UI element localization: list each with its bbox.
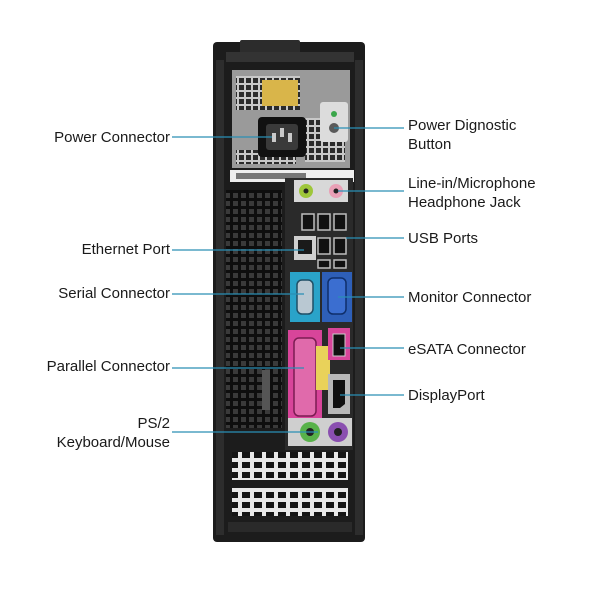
label-parallel: Parallel Connector — [46, 358, 170, 375]
usb-port-icon — [333, 237, 347, 255]
parallel-sticker — [316, 346, 330, 390]
microphone-jack-hole — [333, 188, 339, 194]
usb-port-icon — [317, 259, 331, 269]
label-displayport: DisplayPort — [408, 387, 485, 404]
diagnostic-led-icon — [331, 111, 337, 117]
label-serial: Serial Connector — [58, 285, 170, 302]
power-pin-center — [280, 128, 284, 137]
power-pin-left — [272, 133, 276, 142]
label-power-diagnostic-line1: Power Dignostic — [408, 117, 517, 134]
label-usb: USB Ports — [408, 230, 479, 247]
label-line-in-line1: Line-in/Microphone — [408, 175, 536, 192]
parallel-connector-icon — [293, 337, 317, 417]
label-ethernet: Ethernet Port — [81, 241, 170, 258]
label-monitor: Monitor Connector — [408, 289, 532, 306]
side-vent — [226, 190, 282, 428]
vga-connector-icon — [327, 277, 347, 315]
ps2-keyboard-port-hole — [334, 428, 342, 436]
diagnostic-panel — [320, 102, 348, 142]
usb-ports — [301, 213, 347, 269]
side-vent-bar — [262, 370, 270, 410]
usb-port-icon — [301, 213, 315, 231]
ethernet-port-hole — [298, 240, 312, 254]
psu-warning-sticker — [262, 80, 298, 106]
label-power-connector: Power Connector — [54, 129, 170, 146]
label-line-in-line2: Headphone Jack — [408, 194, 521, 211]
esata-connector-icon — [332, 333, 346, 357]
usb-port-icon — [317, 237, 331, 255]
expansion-slot-1 — [232, 452, 348, 480]
label-line-in: Line-in/Microphone Headphone Jack — [408, 174, 536, 212]
power-supply — [232, 70, 350, 168]
usb-port-icon — [333, 213, 347, 231]
service-tag-barcode — [236, 173, 306, 179]
serial-connector-icon — [296, 279, 314, 315]
label-ps2-line2: Keyboard/Mouse — [56, 434, 170, 451]
label-power-diagnostic-line2: Button — [408, 136, 452, 153]
expansion-slot-2 — [232, 488, 348, 516]
label-ps2-line1: PS/2 — [137, 415, 170, 432]
usb-port-icon — [317, 213, 331, 231]
chassis-foot — [228, 522, 352, 532]
chassis-top-ridge — [226, 52, 354, 62]
chassis-edge-left — [216, 60, 224, 535]
label-power-diagnostic: Power Dignostic Button — [408, 116, 516, 154]
label-esata: eSATA Connector — [408, 341, 526, 358]
callout-lines — [172, 127, 404, 433]
io-panel — [285, 178, 353, 450]
label-ps2: PS/2 Keyboard/Mouse — [57, 414, 170, 452]
usb-port-icon — [333, 259, 347, 269]
displayport-connector-icon — [333, 380, 345, 408]
line-in-jack-hole — [303, 188, 309, 194]
power-pin-right — [288, 133, 292, 142]
